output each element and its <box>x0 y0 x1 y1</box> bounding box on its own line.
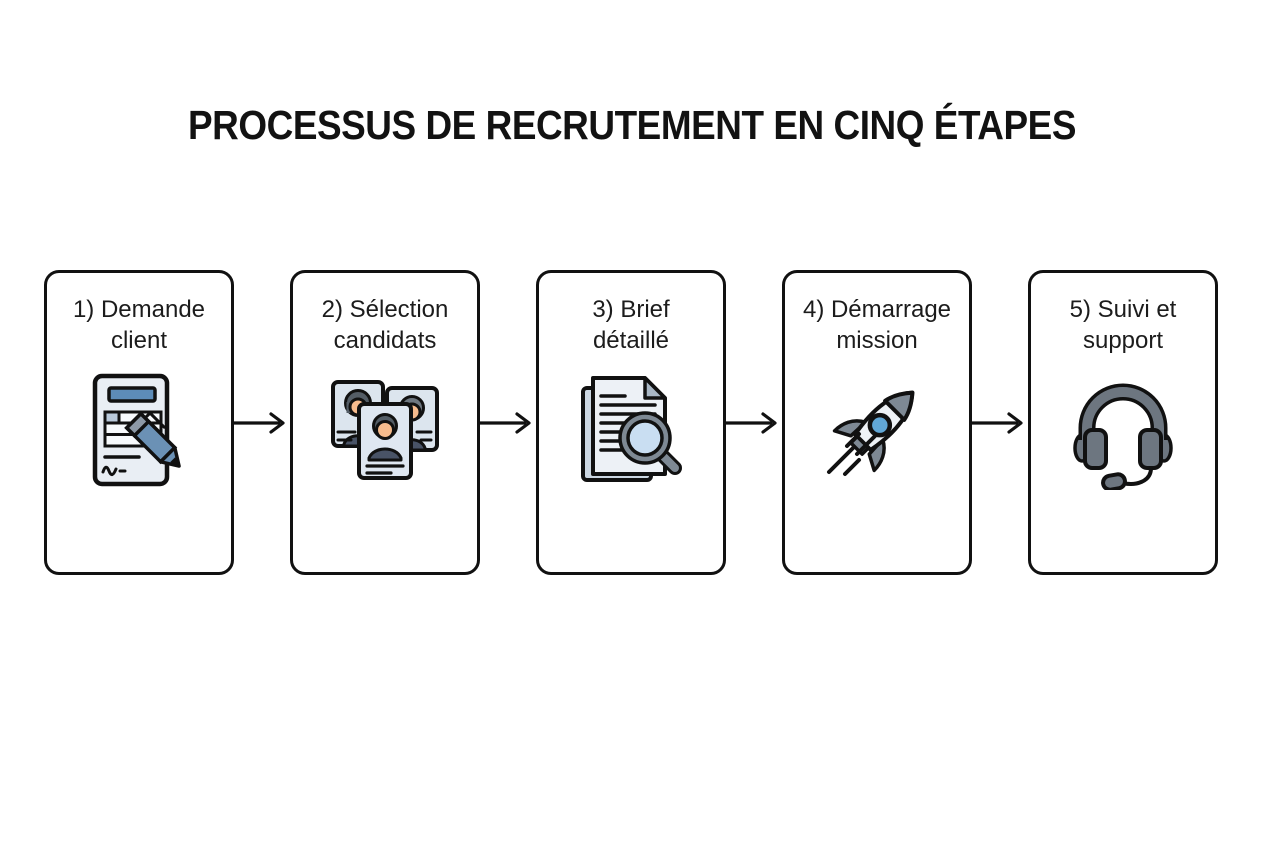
step-card-2: 2) Sélection candidats <box>290 270 480 575</box>
process-flow: 1) Demande client <box>44 270 1218 575</box>
right-arrow-icon <box>480 411 531 434</box>
arrow-1-2 <box>234 410 290 436</box>
arrow-4-5 <box>972 410 1028 436</box>
step-card-3: 3) Brief détaillé <box>536 270 726 575</box>
step-label-4: 4) Démarrage mission <box>803 294 951 356</box>
step-3-line2: détaillé <box>592 327 670 354</box>
step-5-line1: 5) Suivi et <box>1069 296 1177 323</box>
contract-signing-icon <box>79 370 199 490</box>
step-4-line1: 4) Démarrage <box>802 296 952 323</box>
step-label-1: 1) Demande client <box>73 294 205 356</box>
step-card-5: 5) Suivi et support <box>1028 270 1218 575</box>
arrow-2-3 <box>480 410 536 436</box>
headset-icon <box>1063 370 1183 490</box>
rocket-icon <box>817 370 937 490</box>
step-5-line2: support <box>1082 327 1164 354</box>
step-4-line2: mission <box>836 327 918 354</box>
document-magnifier-icon <box>571 370 691 490</box>
step-2-line2: candidats <box>333 327 437 354</box>
step-2-line1: 2) Sélection <box>321 296 449 323</box>
step-label-3: 3) Brief détaillé <box>592 294 669 356</box>
step-label-5: 5) Suivi et support <box>1070 294 1177 356</box>
step-1-line1: 1) Demande <box>72 296 206 323</box>
step-card-4: 4) Démarrage mission <box>782 270 972 575</box>
right-arrow-icon <box>234 411 285 434</box>
right-arrow-icon <box>726 411 777 434</box>
arrow-3-4 <box>726 410 782 436</box>
step-label-2: 2) Sélection candidats <box>322 294 449 356</box>
step-3-line1: 3) Brief <box>592 296 670 323</box>
candidate-id-cards-icon <box>325 370 445 490</box>
page-title: PROCESSUS DE RECRUTEMENT EN CINQ ÉTAPES <box>188 102 1076 148</box>
step-1-line2: client <box>110 327 167 354</box>
step-card-1: 1) Demande client <box>44 270 234 575</box>
right-arrow-icon <box>972 411 1023 434</box>
